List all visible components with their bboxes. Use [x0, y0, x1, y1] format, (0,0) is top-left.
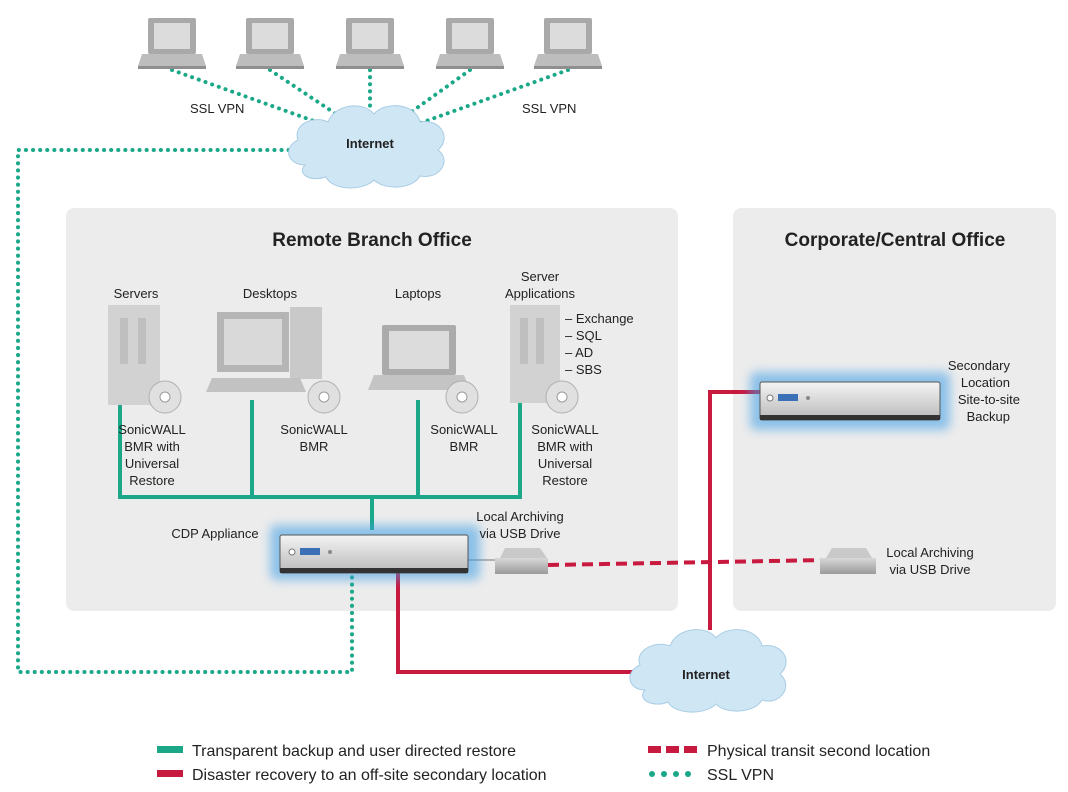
remote-office-title: Remote Branch Office	[272, 230, 472, 251]
cdp-appliance-label: CDP Appliance	[171, 526, 258, 541]
secondary-location-label: Secondary Location Site-to-site Backup	[948, 358, 1020, 424]
cd-icon	[307, 380, 341, 414]
laptop-icon	[236, 18, 304, 69]
app-sql: – SQL	[565, 328, 602, 343]
legend-red-swatch	[157, 770, 183, 777]
internet-label-bottom: Internet	[682, 667, 730, 682]
ssl-vpn-label-right: SSL VPN	[522, 101, 576, 116]
cdp-appliance-icon	[270, 525, 480, 580]
legend-red-label: Disaster recovery to an off-site seconda…	[192, 767, 547, 784]
backup-network-lines	[118, 400, 522, 530]
svg-text:BMR with: BMR with	[537, 439, 593, 454]
legend: Transparent backup and user directed res…	[157, 743, 930, 784]
local-archiving-corporate-2: via USB Drive	[890, 562, 971, 577]
recovery-lines	[396, 390, 760, 674]
svg-text:BMR with: BMR with	[124, 439, 180, 454]
svg-text:Secondary: Secondary	[948, 358, 1011, 373]
local-archiving-remote-1: Local Archiving	[476, 509, 563, 524]
svg-text:Universal: Universal	[538, 456, 592, 471]
corporate-office-title: Corporate/Central Office	[785, 230, 1006, 251]
svg-text:SonicWALL: SonicWALL	[531, 422, 598, 437]
cd-icon	[148, 380, 182, 414]
local-archiving-remote-2: via USB Drive	[480, 526, 561, 541]
svg-text:Restore: Restore	[542, 473, 588, 488]
bmr-laptops-label: SonicWALL BMR	[430, 422, 497, 454]
secondary-appliance-icon	[750, 372, 950, 430]
svg-text:BMR: BMR	[300, 439, 329, 454]
laptop-icon	[138, 18, 206, 69]
usb-drive-corporate-icon	[820, 548, 876, 574]
laptops-label: Laptops	[395, 286, 442, 301]
desktop-icon	[206, 307, 341, 414]
server-icon	[108, 305, 182, 414]
office-laptop-icon	[368, 325, 479, 414]
bmr-desktops-label: SonicWALL BMR	[280, 422, 347, 454]
server-apps-label-1: Server	[521, 269, 560, 284]
laptop-icon	[436, 18, 504, 69]
internet-cloud-top: Internet	[288, 105, 445, 189]
svg-text:Restore: Restore	[129, 473, 175, 488]
bmr-servers-label: SonicWALL BMR with Universal Restore	[118, 422, 185, 488]
local-archiving-corporate-1: Local Archiving	[886, 545, 973, 560]
cd-icon	[545, 380, 579, 414]
svg-text:SonicWALL: SonicWALL	[118, 422, 185, 437]
ssl-vpn-label-left: SSL VPN	[190, 101, 244, 116]
cd-icon	[445, 380, 479, 414]
laptop-icon	[534, 18, 602, 69]
legend-dotted-swatch	[649, 771, 691, 777]
laptop-icon	[336, 18, 404, 69]
app-sbs: – SBS	[565, 362, 602, 377]
internet-cloud-bottom: Internet	[629, 629, 787, 713]
svg-text:BMR: BMR	[450, 439, 479, 454]
legend-dashed-label: Physical transit second location	[707, 743, 930, 760]
desktops-label: Desktops	[243, 286, 298, 301]
svg-text:Location: Location	[961, 375, 1010, 390]
physical-transit-line	[547, 558, 827, 567]
app-server-icon	[510, 305, 579, 414]
internet-label-top: Internet	[346, 136, 394, 151]
svg-text:Universal: Universal	[125, 456, 179, 471]
svg-text:SonicWALL: SonicWALL	[280, 422, 347, 437]
app-ad: – AD	[565, 345, 593, 360]
usb-drive-icon	[495, 548, 548, 574]
svg-text:SonicWALL: SonicWALL	[430, 422, 497, 437]
servers-label: Servers	[114, 286, 159, 301]
legend-dotted-label: SSL VPN	[707, 767, 774, 784]
svg-text:Backup: Backup	[967, 409, 1010, 424]
legend-green-label: Transparent backup and user directed res…	[192, 743, 516, 760]
legend-green-swatch	[157, 746, 183, 753]
app-exchange: – Exchange	[565, 311, 634, 326]
svg-text:Site-to-site: Site-to-site	[958, 392, 1020, 407]
bmr-server-apps-label: SonicWALL BMR with Universal Restore	[531, 422, 598, 488]
legend-dashed-swatch	[648, 746, 697, 753]
server-apps-label-2: Applications	[505, 286, 576, 301]
